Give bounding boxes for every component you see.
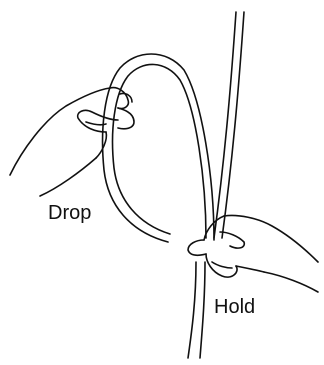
hold-label: Hold xyxy=(213,297,256,317)
left-hand xyxy=(10,88,134,196)
drop-label: Drop xyxy=(47,203,92,223)
rope-loop xyxy=(103,54,214,242)
rope-lower-end xyxy=(188,262,205,358)
rope-standing-part xyxy=(214,12,244,238)
right-hand xyxy=(188,215,318,292)
